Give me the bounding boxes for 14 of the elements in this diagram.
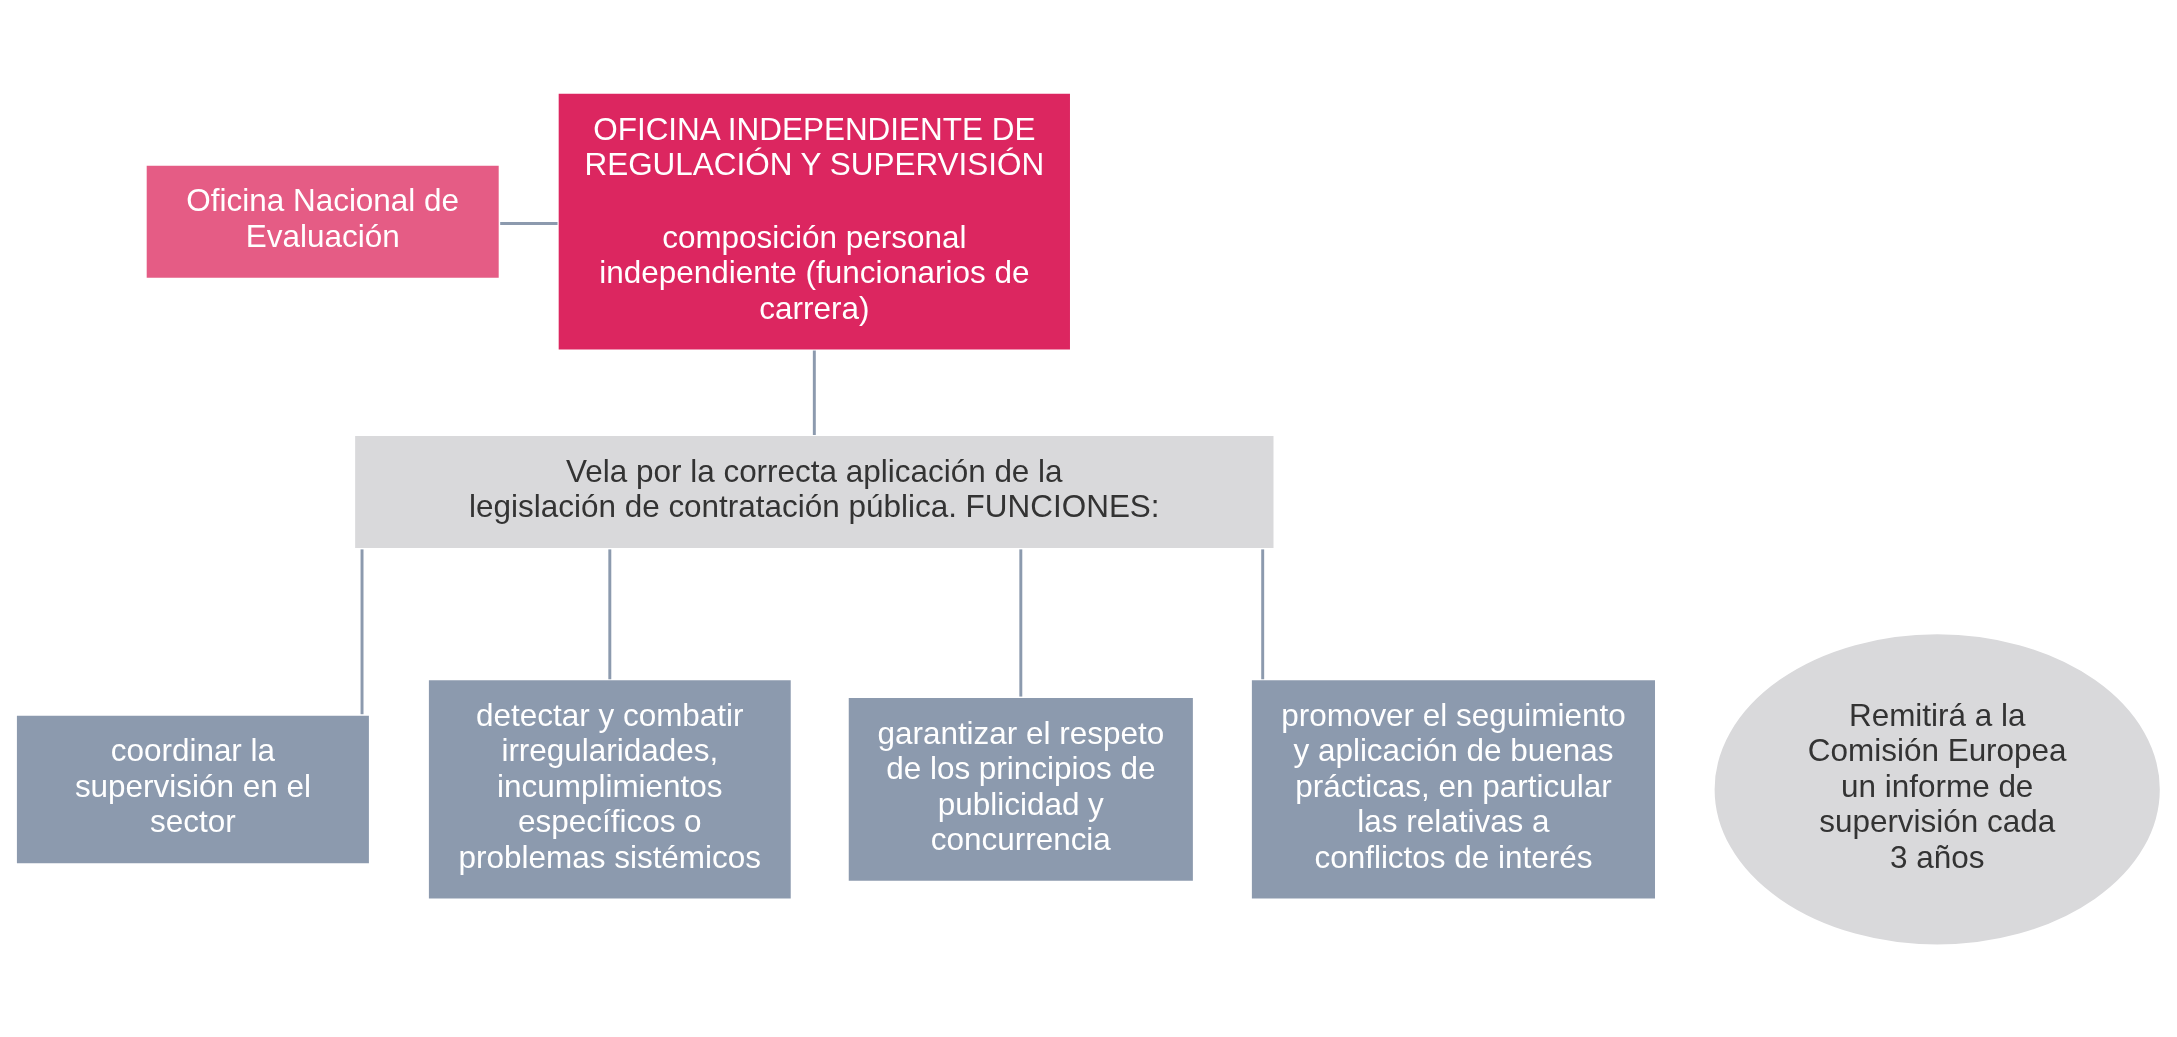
connector [360,548,364,714]
node-box: garantizar el respeto de los principios de publicidad y concurrencia [846,695,1195,883]
node-box: OFICINA INDEPENDIENTE DE REGULACIÓN Y SUPERVISIÓN composición personal independiente (funcionarios de carrera) [556,91,1072,351]
node-box: promover el seguimiento y aplicación de buenas prácticas, en particular las relativas a conflictos de interés [1249,677,1657,900]
connector [1019,548,1023,697]
connector [1261,548,1265,679]
connector [608,548,612,679]
node-box: Vela por la correcta aplicación de la legislación de contratación pública. FUNCIONES: [353,433,1276,550]
connector [812,350,816,435]
node-box: detectar y combatir irregularidades, incumplimientos específicos o problemas sistémicos [426,677,793,900]
node-box: Oficina Nacional de Evaluación [144,163,501,280]
connector [500,221,558,225]
node-box: coordinar la supervisión en el sector [14,713,371,865]
node-ellipse: Remitirá a la Comisión Europea un informe de supervisión cada 3 años [1712,631,2162,946]
